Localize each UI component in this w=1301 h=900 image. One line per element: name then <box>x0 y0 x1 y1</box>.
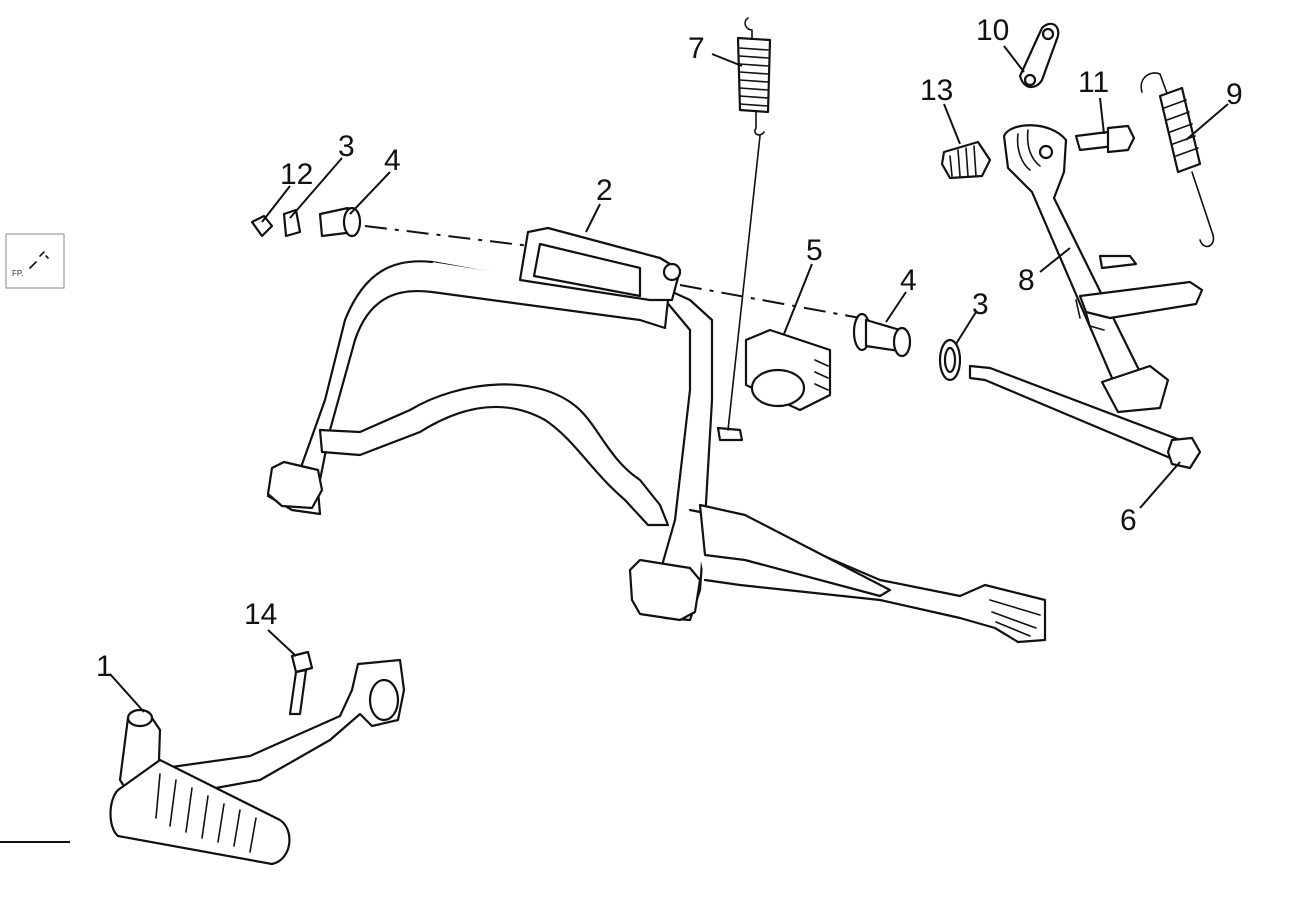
callout-4-left: 4 <box>384 144 401 177</box>
callout-10: 10 <box>976 14 1009 47</box>
rubber-stop-13[interactable] <box>940 140 992 180</box>
washer-3-right[interactable] <box>938 338 962 382</box>
main-stand-frame[interactable] <box>266 226 1047 644</box>
bushing-4-right[interactable] <box>852 312 912 358</box>
nut-12[interactable] <box>250 214 274 238</box>
bolt-14[interactable] <box>288 650 314 716</box>
kick-lever-1[interactable] <box>109 658 406 866</box>
callout-4-right: 4 <box>900 264 917 297</box>
thumbnail-label: FP. <box>12 269 23 278</box>
callout-labels: 1 2 3 3 4 4 5 6 7 8 9 10 11 12 13 14 <box>96 14 1243 683</box>
washer-3-left[interactable] <box>282 208 302 238</box>
callout-8: 8 <box>1018 264 1035 297</box>
callout-12: 12 <box>280 158 313 191</box>
plate-10[interactable] <box>1018 22 1060 89</box>
callout-5: 5 <box>806 234 823 267</box>
bushing-4-left[interactable] <box>318 206 362 238</box>
callout-13: 13 <box>920 74 953 107</box>
spring-9[interactable] <box>1140 72 1215 248</box>
bolt-11[interactable] <box>1074 124 1136 154</box>
callout-9: 9 <box>1226 78 1243 111</box>
leader-lines <box>109 45 1229 713</box>
pivot-axis-line <box>364 225 861 319</box>
callout-11: 11 <box>1078 66 1109 99</box>
callout-3-left: 3 <box>338 130 355 163</box>
callout-6: 6 <box>1120 504 1137 537</box>
spring-7[interactable] <box>727 17 772 431</box>
thumbnail-preview[interactable]: FP. <box>5 233 65 289</box>
pivot-bolt-6[interactable] <box>968 364 1202 470</box>
callout-1: 1 <box>96 650 113 683</box>
callout-3-right: 3 <box>972 288 989 321</box>
callout-14: 14 <box>244 598 277 631</box>
callout-2: 2 <box>596 174 613 207</box>
side-stand-8[interactable] <box>1002 124 1204 414</box>
callout-7: 7 <box>688 32 705 65</box>
block-5[interactable] <box>744 328 832 412</box>
